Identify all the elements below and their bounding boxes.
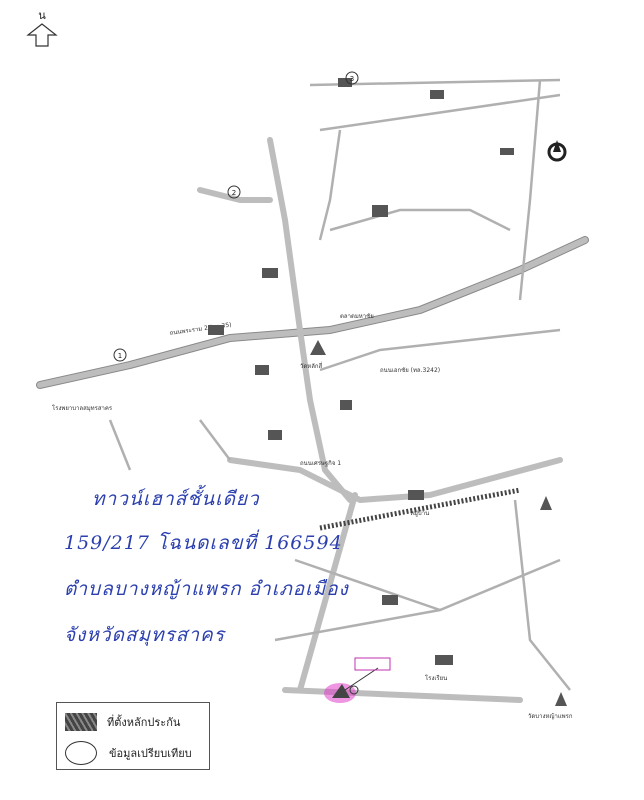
- building-icon: [338, 78, 352, 87]
- building-icon: [372, 205, 388, 217]
- building-icon: [435, 655, 453, 665]
- marker-label: 1: [118, 352, 122, 360]
- north-label: น: [38, 9, 46, 22]
- place-label: หมู่บ้าน: [410, 510, 429, 517]
- marker-label: 2: [232, 189, 236, 197]
- building-icon: [382, 595, 398, 605]
- temple-icon: [310, 340, 326, 355]
- property-note-line-2: 159/217 โฉนดเลขที่ 166594: [64, 532, 343, 554]
- building-icon: [268, 430, 282, 440]
- temple-icon: [540, 496, 552, 510]
- legend-collateral-label: ที่ตั้งหลักประกัน: [107, 716, 181, 729]
- place-label: โรงพยาบาลสมุทรสาคร: [52, 404, 113, 412]
- marker-label: 3: [350, 75, 354, 83]
- temple-icon: [555, 692, 567, 706]
- collateral-hatch-icon: [65, 713, 97, 731]
- place-label: ตลาดมหาชัย: [340, 313, 374, 320]
- landmarks: วัดหลักสี่ ตลาดมหาชัย โรงพยาบาลสมุทรสาคร…: [52, 71, 573, 720]
- collateral-location: [324, 657, 391, 703]
- building-icon: [255, 365, 269, 375]
- building-icon: [430, 90, 444, 99]
- place-label: วัดหลักสี่: [300, 362, 323, 370]
- place-label: วัดบางหญ้าแพรก: [528, 713, 573, 720]
- property-note-line-4: จังหวัดสมุทรสาคร: [64, 624, 225, 646]
- road-label: ถนนเศรษฐกิจ 1: [300, 460, 341, 467]
- north-arrow-icon: น: [26, 9, 58, 47]
- property-note-line-3: ตำบลบางหญ้าแพรก อำเภอเมือง: [64, 578, 349, 600]
- legend-comparison-label: ข้อมูลเปรียบเทียบ: [109, 747, 192, 760]
- building-icon: [500, 148, 514, 155]
- map-legend: ที่ตั้งหลักประกัน ข้อมูลเปรียบเทียบ: [56, 702, 210, 770]
- property-note-line-1: ทาวน์เฮาส์ชั้นเดียว: [92, 488, 260, 510]
- comparison-circle-icon: [65, 741, 97, 765]
- road-label: ถนนเอกชัย (ทล.3242): [380, 367, 440, 374]
- place-label: โรงเรียน: [425, 674, 447, 682]
- building-icon: [208, 325, 224, 335]
- roads: ถนนพระราม 2 (ทล.35) ถนนเอกชัย (ทล.3242) …: [36, 78, 589, 703]
- building-icon: [408, 490, 424, 500]
- building-icon: [340, 400, 352, 410]
- compass-icon: [547, 140, 567, 162]
- building-icon: [262, 268, 278, 278]
